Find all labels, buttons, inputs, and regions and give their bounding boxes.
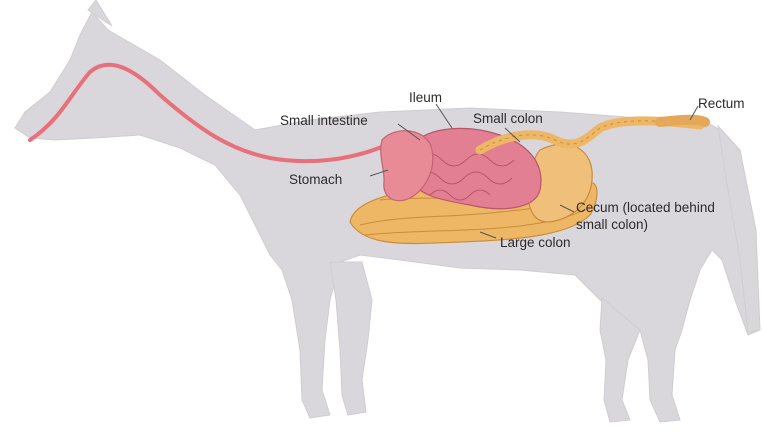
label-small-colon: Small colon <box>473 111 543 127</box>
label-cecum: Cecum (located behind small colon) <box>576 199 746 233</box>
label-rectum: Rectum <box>698 96 745 112</box>
label-ileum: Ileum <box>409 90 442 106</box>
label-small-intestine: Small intestine <box>280 113 368 129</box>
label-stomach: Stomach <box>289 172 342 188</box>
label-large-colon: Large colon <box>500 235 571 251</box>
rectum <box>660 120 705 122</box>
